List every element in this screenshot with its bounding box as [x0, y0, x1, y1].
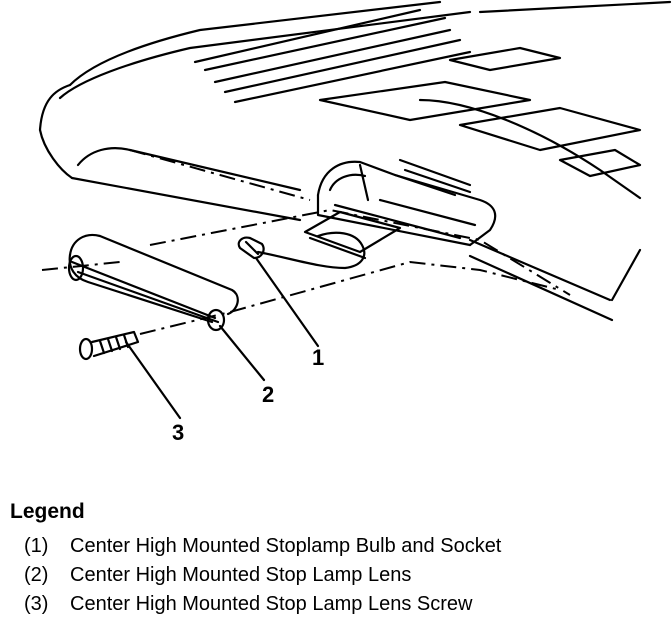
tailgate-panel: [38, 0, 672, 322]
legend-item-text: Center High Mounted Stop Lamp Lens: [70, 564, 412, 586]
exploded-view-drawing: 1 2 3: [38, 0, 672, 445]
legend-item: (3) Center High Mounted Stop Lamp Lens Sc…: [10, 590, 665, 619]
legend-item-number: (1): [24, 535, 49, 557]
alignment-line-body: [129, 149, 311, 201]
bulb-and-socket: [237, 236, 265, 260]
alignment-line-lower: [41, 261, 121, 271]
alignment-line-upper: [149, 208, 571, 296]
legend-item: (2) Center High Mounted Stop Lamp Lens: [10, 561, 665, 590]
legend-title: Legend: [10, 500, 85, 523]
legend-item: (1) Center High Mounted Stoplamp Bulb and…: [10, 532, 665, 561]
legend-item-number: (2): [24, 564, 49, 586]
callout-2: 2: [262, 382, 274, 407]
leader-line-2: [218, 324, 266, 382]
legend-item-text: Center High Mounted Stop Lamp Lens Screw: [70, 593, 473, 615]
callout-1: 1: [312, 345, 324, 370]
legend: Legend (1) Center High Mounted Stoplamp B…: [10, 500, 665, 619]
leader-line-3: [124, 340, 182, 420]
lamp-housing: [303, 158, 497, 260]
legend-item-number: (3): [24, 593, 49, 615]
legend-item-text: Center High Mounted Stoplamp Bulb and So…: [70, 535, 502, 557]
leader-line-1: [254, 256, 320, 348]
callout-3: 3: [172, 420, 184, 445]
alignment-line-screw: [139, 260, 561, 335]
stop-lamp-lens: [67, 233, 239, 332]
bulb-socket-wire: [256, 231, 366, 270]
